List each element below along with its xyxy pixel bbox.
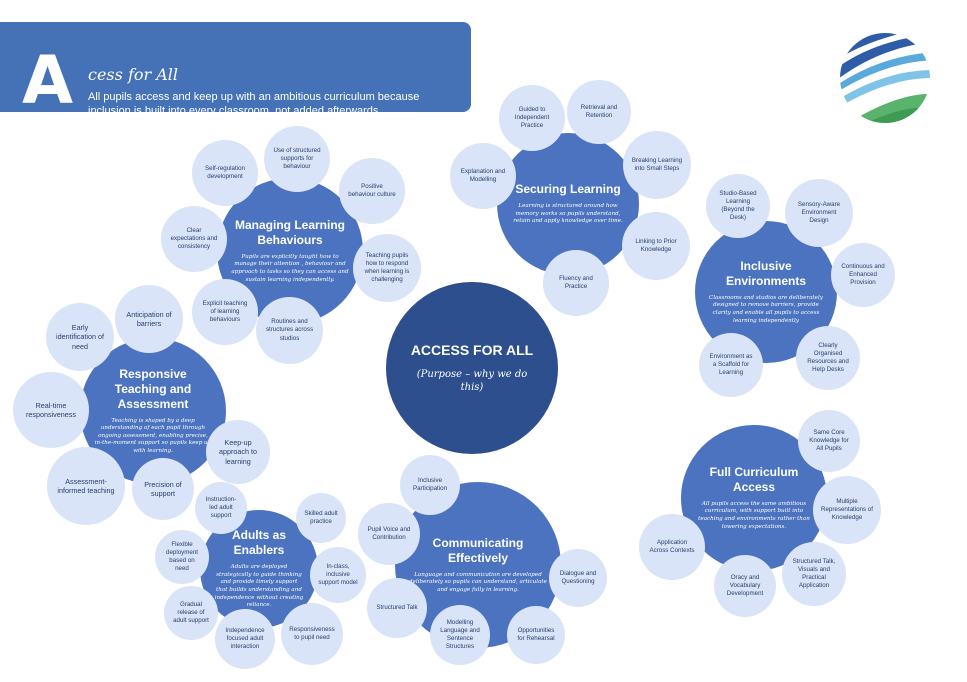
satellite-independence-focused: Independence focused adult interaction [215,609,275,669]
satellite-precision: Precision of support [132,458,194,520]
header-banner: A cess for All All pupils access and kee… [0,22,471,119]
center-hub: ACCESS FOR ALL (Purpose – why we do this… [386,282,558,454]
satellite-inclusive-support: In-class, inclusive support model [310,547,366,603]
hub-title: Communicating Effectively [432,535,524,565]
satellite-self-regulation: Self-regulation development [192,140,258,206]
hub-description: Learning is structured around how memory… [513,203,623,225]
satellite-multiple-representations: Multiple Representations of Knowledge [813,476,881,544]
satellite-structured-talk: Structured Talk [367,578,427,638]
satellite-anticipation: Anticipation of barriers [115,285,183,353]
center-title: ACCESS FOR ALL [410,341,534,358]
hub-description: Language and communication are developed… [409,571,547,593]
satellite-skilled-practice: Skilled adult practice [296,493,346,543]
satellite-guided-practice: Guided to Independent Practice [499,85,565,151]
satellite-sensory-aware: Sensory-Aware Environment Design [785,179,853,247]
satellite-fluency: Fluency and Practice [543,250,609,316]
satellite-organised-resources: Clearly Organised Resources and Help Des… [796,326,860,390]
satellite-enhanced-provision: Continuous and Enhanced Provision [831,243,895,307]
satellite-real-time: Real-time responsiveness [13,372,89,448]
banner-letter: A [22,42,74,119]
satellite-instruction-led: Instruction-led adult support [195,482,247,534]
hub-title: Securing Learning [515,182,621,197]
satellite-routines: Routines and structures across studios [256,297,323,364]
satellite-prior-knowledge: Linking to Prior Knowledge [622,212,690,280]
satellite-inclusive-participation: Inclusive Participation [400,455,460,515]
satellite-responsiveness: Responsiveness to pupil need [281,603,343,665]
hub-inclusive-environments: Inclusive Environments Classrooms and st… [695,221,837,363]
satellite-explanation: Explanation and Modelling [450,143,516,209]
school-logo [840,33,930,123]
hub-description: Teaching is shaped by a deep understandi… [94,417,212,454]
satellite-pupil-voice: Pupil Voice and Contribution [358,503,420,565]
hub-description: All pupils access the same ambitious cur… [698,500,810,530]
hub-title: Responsive Teaching and Assessment [114,366,192,411]
satellite-same-core-knowledge: Same Core Knowledge for All Pupils [798,410,860,472]
satellite-positive-behaviour: Positive behaviour culture [339,158,405,224]
satellite-assessment-informed: Assessment-informed teaching [47,447,125,525]
satellite-modelling-language: Modelling Language and Sentence Structur… [430,605,490,665]
satellite-early-identification: Early identification of need [46,303,114,371]
satellite-studio-based: Studio-Based Learning (Beyond the Desk) [706,174,770,238]
hub-title: Inclusive Environments [725,258,806,288]
satellite-challenge-response: Teaching pupils how to respond when lear… [353,234,421,302]
hub-description: Adults are deployed strategically to gui… [214,564,304,609]
satellite-flexible-deployment: Flexible deployment based on need [155,530,209,584]
satellite-rehearsal: Opportunities for Rehearsal [507,606,565,664]
satellite-application-contexts: Application Across Contexts [639,514,705,580]
satellite-retrieval: Retrieval and Retention [567,80,631,144]
banner-subtitle: All pupils access and keep up with an am… [88,91,420,117]
hub-title: Full Curriculum Access [709,464,799,494]
satellite-structured-supports: Use of structured supports for behaviour [264,126,330,192]
satellite-explicit-teaching: Explicit teaching of learning behaviours [192,279,258,345]
satellite-structured-talk-visuals: Structured Talk, Visuals and Practical A… [782,542,846,606]
satellite-environment-scaffold: Environment as a Scaffold for Learning [699,333,763,397]
satellite-clear-expectations: Clear expectations and consistency [161,206,227,272]
hub-title: Adults as Enablers [231,528,286,558]
satellite-gradual-release: Gradual release of adult support [164,586,218,640]
hub-description: Pupils are explicitly taught how to mana… [231,253,349,283]
hub-description: Classrooms and studios are deliberately … [709,294,823,324]
hub-title: Managing Learning Behaviours [234,217,345,247]
satellite-small-steps: Breaking Learning into Small Steps [623,131,691,199]
center-subtitle: (Purpose – why we do this) [416,368,528,394]
banner-title: cess for All [88,65,179,84]
satellite-oracy-vocabulary: Oracy and Vocabulary Development [714,555,776,617]
satellite-dialogue: Dialogue and Questioning [549,549,607,607]
satellite-keep-up: Keep-up approach to learning [206,420,270,484]
